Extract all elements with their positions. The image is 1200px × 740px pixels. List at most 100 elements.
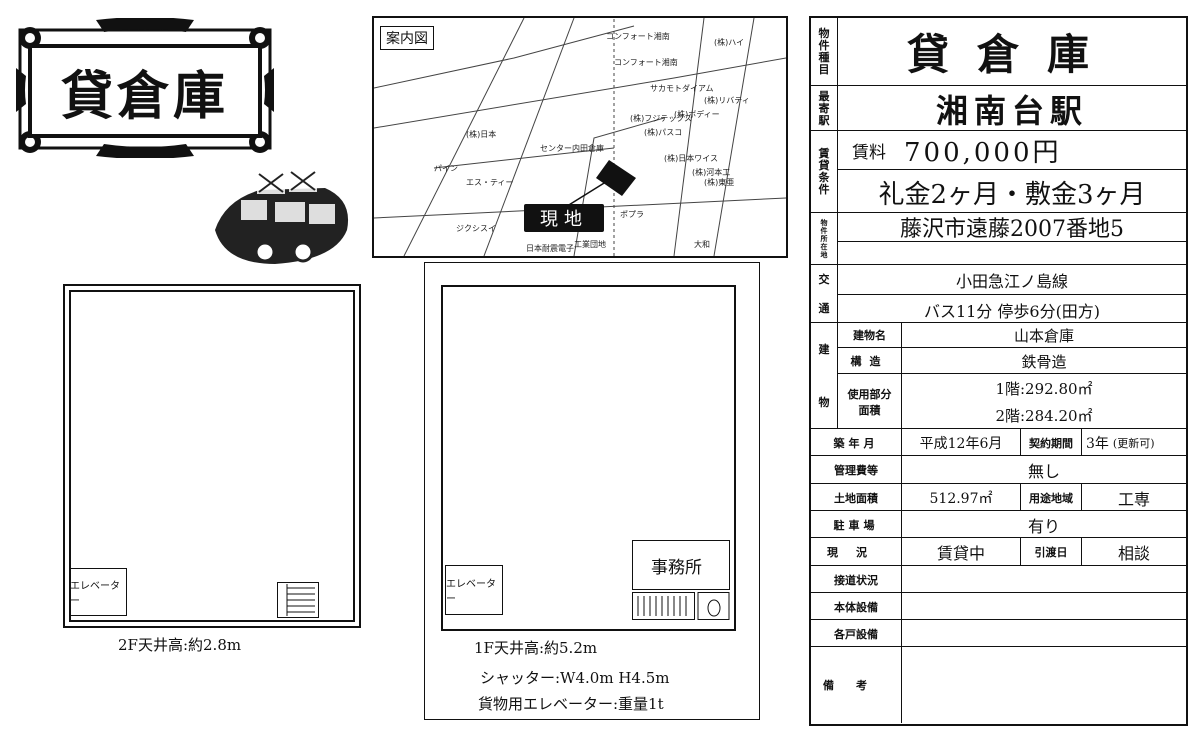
value-mgmt: 無し bbox=[1027, 462, 1060, 481]
row-status: 現況 賃貸中 引渡日 相談 bbox=[811, 537, 1186, 566]
value-building-name: 山本倉庫 bbox=[1013, 326, 1074, 345]
row-parking: 駐車場 有り bbox=[811, 510, 1186, 538]
floor-plan-1f bbox=[441, 285, 736, 631]
office-room: 事務所 bbox=[632, 540, 730, 590]
label-built: 築年月 bbox=[833, 436, 879, 450]
label-structure: 構造 bbox=[838, 347, 901, 374]
ornamental-frame-icon bbox=[16, 18, 274, 158]
site-marker-label: 現地 bbox=[524, 204, 604, 232]
value-transit-line: 小田急江ノ島線 bbox=[955, 271, 1068, 291]
caption-2f-ceiling: 2F天井高:約2.8m bbox=[118, 636, 242, 654]
map-label: (株)日本ワイス bbox=[664, 154, 719, 163]
label-transit: 交通 bbox=[811, 265, 838, 323]
value-contract-note: (更新可) bbox=[1112, 436, 1155, 450]
label-type: 物件種目 bbox=[811, 18, 838, 85]
label-terms: 賃貸条件 bbox=[811, 131, 838, 213]
label-land: 土地面積 bbox=[834, 491, 878, 505]
row-type: 物件種目 貸倉庫 bbox=[811, 18, 1186, 85]
row-address: 物件所在地 藤沢市遠藤2007番地5 bbox=[811, 212, 1186, 265]
map-label: (株)河本工 bbox=[692, 168, 731, 177]
label-rent: 賃料 bbox=[852, 142, 886, 163]
value-status: 賃貸中 bbox=[936, 544, 985, 563]
label-contract: 契約期間 bbox=[1029, 436, 1073, 450]
value-transit-bus: バス11分 停歩6分(田方) bbox=[838, 294, 1186, 324]
row-facility: 本体設備 bbox=[811, 592, 1186, 620]
value-parking: 有り bbox=[1027, 516, 1060, 536]
label-address: 物件所在地 bbox=[811, 213, 838, 265]
value-zoning: 工専 bbox=[1117, 489, 1150, 509]
row-station: 最寄駅 湘南台駅 bbox=[811, 85, 1186, 131]
row-land: 土地面積 512.97㎡ 用途地域 工専 bbox=[811, 483, 1186, 511]
location-map: 案内図 コンフォート湘南 コンフォート湘南 サカモトダイアム (株)フジテックス… bbox=[372, 16, 788, 258]
label-mgmt: 管理費等 bbox=[834, 464, 878, 477]
label-handover: 引渡日 bbox=[1034, 546, 1068, 559]
rent-cell: 賃料 700,000円 bbox=[838, 131, 1186, 169]
map-label: (株)ハイ bbox=[714, 38, 745, 47]
caption-shutter: シャッター:W4.0m H4.5m bbox=[480, 669, 670, 687]
value-land: 512.97㎡ bbox=[929, 490, 993, 507]
label-road: 接道状況 bbox=[834, 573, 878, 587]
caption-freight-elevator: 貨物用エレベーター:重量1t bbox=[478, 695, 664, 713]
label-station: 最寄駅 bbox=[811, 86, 838, 131]
label-status: 現況 bbox=[827, 546, 885, 559]
row-transit: 交通 小田急江ノ島線 バス11分 停歩6分(田方) bbox=[811, 264, 1186, 323]
map-label: (株)東亜 bbox=[704, 178, 735, 187]
map-label: ジクシスイ bbox=[456, 224, 496, 233]
value-type: 貸倉庫 bbox=[906, 30, 1117, 79]
value-area-2f: 2階:284.20㎡ bbox=[995, 406, 1093, 425]
map-label: (株)日本 bbox=[466, 130, 497, 139]
label-zoning: 用途地域 bbox=[1029, 491, 1073, 505]
row-remarks: 備考 bbox=[811, 646, 1186, 723]
elevator-1f: エレベーター bbox=[445, 565, 503, 615]
floor-plan-2f-inner bbox=[69, 290, 355, 622]
label-building-name: 建物名 bbox=[853, 329, 886, 342]
map-label: エス・ティー bbox=[466, 178, 514, 187]
map-label: (株)リバティ bbox=[704, 96, 750, 105]
floor-plan-2f: エレベーター bbox=[63, 284, 361, 628]
label-building: 建物 bbox=[811, 323, 838, 429]
map-label: (株)ボディー bbox=[674, 110, 720, 119]
map-label: コンフォート湘南 bbox=[614, 58, 678, 67]
map-label: 日本耐震電子 bbox=[526, 244, 574, 253]
map-label: ポプラ bbox=[620, 210, 644, 219]
value-area-1f: 1階:292.80㎡ bbox=[902, 373, 1186, 402]
value-structure: 鉄骨造 bbox=[902, 347, 1186, 374]
value-address: 藤沢市遠藤2007番地5 bbox=[900, 217, 1124, 242]
caption-1f-ceiling: 1F天井高:約5.2m bbox=[474, 639, 598, 657]
label-remarks: 備考 bbox=[823, 679, 889, 692]
contract-cell: 3年 (更新可) bbox=[1082, 429, 1186, 456]
stairs-icon bbox=[277, 582, 319, 618]
map-label: 大和 bbox=[694, 240, 710, 249]
value-deposit: 礼金2ヶ月・敷金3ヶ月 bbox=[838, 169, 1186, 214]
map-roads bbox=[374, 18, 786, 256]
label-facility: 本体設備 bbox=[834, 600, 878, 614]
value-handover: 相談 bbox=[1117, 544, 1150, 563]
property-info-table: 物件種目 貸倉庫 最寄駅 湘南台駅 賃貸条件 賃料 700,000円 礼金2ヶ月… bbox=[809, 16, 1188, 726]
row-terms: 賃貸条件 賃料 700,000円 礼金2ヶ月・敷金3ヶ月 bbox=[811, 130, 1186, 213]
row-unit-facility: 各戸設備 bbox=[811, 619, 1186, 647]
map-label: コンフォート湘南 bbox=[606, 32, 670, 41]
map-label: 工業団地 bbox=[574, 240, 606, 249]
value-station: 湘南台駅 bbox=[935, 91, 1088, 130]
row-building: 建物 建物名 山本倉庫 構造 鉄骨造 使用部分面積 1階:292.80㎡ 2階:… bbox=[811, 322, 1186, 429]
elevator-2f: エレベーター bbox=[69, 568, 127, 616]
label-unit-facility: 各戸設備 bbox=[834, 627, 878, 641]
row-mgmt: 管理費等 無し bbox=[811, 455, 1186, 484]
value-rent: 700,000円 bbox=[904, 137, 1062, 168]
value-contract: 3年 bbox=[1086, 435, 1109, 452]
map-label: サカモトダイアム bbox=[650, 84, 714, 93]
map-label: (株)パスコ bbox=[644, 128, 683, 137]
row-built: 築年月 平成12年6月 契約期間 3年 (更新可) bbox=[811, 428, 1186, 456]
warehouse-pallets-icon bbox=[215, 170, 349, 264]
logo-title: 貸倉庫 bbox=[28, 44, 262, 138]
label-area: 使用部分面積 bbox=[838, 373, 901, 429]
map-label: パイン bbox=[434, 164, 458, 173]
map-title: 案内図 bbox=[380, 26, 434, 50]
floor-plan-1f-sheet bbox=[424, 262, 760, 720]
row-road: 接道状況 bbox=[811, 565, 1186, 593]
map-label: センター内田倉庫 bbox=[540, 144, 604, 153]
stairs-icon bbox=[632, 592, 730, 620]
map-label: (株)フジテックス bbox=[630, 114, 693, 123]
value-built: 平成12年6月 bbox=[919, 435, 1003, 452]
label-parking: 駐車場 bbox=[833, 518, 879, 532]
